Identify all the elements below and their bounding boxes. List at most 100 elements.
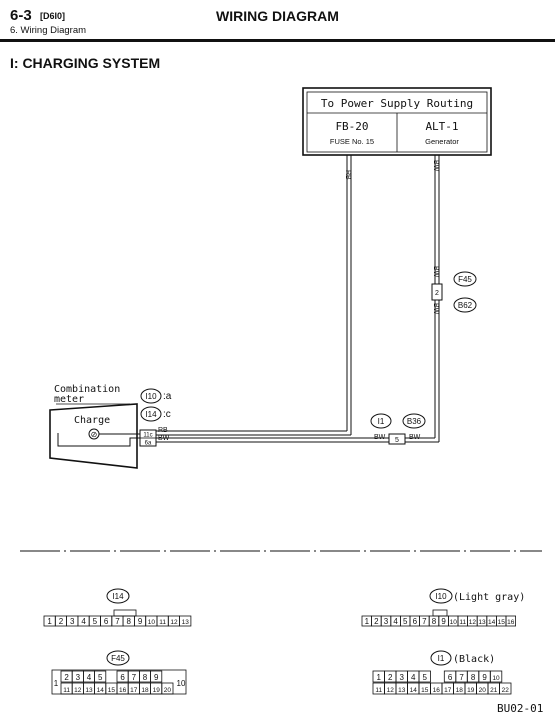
legend-i14-pin: 4	[81, 617, 86, 626]
legend-i1-pin: 22	[502, 687, 510, 694]
legend-i1-pin: 21	[490, 687, 498, 694]
legend-f45-pin: 19	[153, 687, 161, 694]
legend-i14-pin: 2	[59, 617, 64, 626]
i1-pin-number: 5	[395, 437, 399, 444]
subsection-label: 6. Wiring Diagram	[10, 25, 87, 36]
legend-i1-pin: 4	[411, 673, 416, 682]
legend-i14-pin: 6	[104, 617, 109, 626]
legend-f45-pin: 20	[164, 687, 172, 694]
power-supply-box: To Power Supply Routing FB-20 FUSE No. 1…	[302, 87, 492, 156]
legend-f45-pin-cell	[161, 682, 174, 695]
legend-f45-pin: 9	[154, 673, 159, 682]
b62-tag: B62	[458, 301, 473, 310]
legend-i10-pin: 16	[507, 619, 515, 626]
legend-f45-pin: 2	[64, 673, 69, 682]
legend-i14-pin: 8	[127, 617, 132, 626]
legend-f45-pin: 18	[141, 687, 149, 694]
power-box-title: To Power Supply Routing	[321, 97, 473, 110]
diagram-code: BU02-01	[497, 702, 543, 715]
legend-i10-pin: 3	[384, 617, 389, 626]
legend-i10-pin: 2	[374, 617, 379, 626]
legend-i14-pin: 11	[159, 619, 166, 626]
legend-i1-pin: 16	[433, 687, 441, 694]
legend-f45-pin: 8	[143, 673, 148, 682]
wire-bw	[156, 155, 440, 443]
meter-wire-rb-label: RB	[158, 427, 168, 434]
legend-f45-pin-left: 1	[54, 679, 59, 688]
legend-i10-pin: 5	[403, 617, 408, 626]
i1-tag: I1	[378, 417, 385, 426]
legend-i1-pin: 8	[471, 673, 476, 682]
legend-i10-pin: 10	[450, 619, 458, 626]
legend-i10-pin: 14	[488, 619, 496, 626]
legend-i14-label: I14	[112, 592, 124, 601]
legend-i14-pin: 7	[115, 617, 120, 626]
legend-i10-note: (Light gray)	[453, 592, 525, 603]
legend-i1-pin: 19	[467, 687, 475, 694]
legend-f45-pin: 11	[63, 687, 70, 694]
legend-i10-pin: 8	[432, 617, 437, 626]
legend-i1-pin: 14	[410, 687, 418, 694]
legend-i10-pin-cell	[505, 615, 517, 627]
wire-rb	[156, 155, 352, 436]
legend-f45-label: F45	[111, 654, 125, 663]
legend-i1-pin: 20	[479, 687, 487, 694]
legend-i1-pin: 6	[448, 673, 453, 682]
legend-i1-pin: 2	[388, 673, 393, 682]
connector-f45-inline: 2 BW BW F45 B62	[431, 266, 477, 315]
meter-wire-bw-label: BW	[158, 435, 170, 442]
legend-i1-note: (Black)	[453, 654, 495, 665]
i10-suffix: :a	[163, 391, 172, 402]
page-title: WIRING DIAGRAM	[216, 8, 339, 24]
legend-f45-pin: 4	[87, 673, 92, 682]
legend-i1-pin: 1	[377, 673, 382, 682]
legend-i10-pin: 11	[459, 619, 466, 626]
legend-i1-pin: 12	[387, 687, 395, 694]
f45-tag: F45	[458, 275, 472, 284]
legend-i14-pin-cell	[179, 615, 192, 627]
legend-i1-pin: 15	[421, 687, 429, 694]
legend-i10-label: I10	[435, 592, 447, 601]
wire-rb-top-label: RB	[344, 170, 351, 180]
legend-i10-pin: 1	[365, 617, 370, 626]
legend-f45-pin: 3	[76, 673, 81, 682]
legend-i1-pin: 7	[459, 673, 464, 682]
f45-pin-number: 2	[435, 290, 439, 297]
f45-wire-label-bottom: BW	[432, 303, 439, 315]
legend-i14-pin: 10	[148, 619, 156, 626]
legend-i14-pin: 1	[47, 617, 52, 626]
legend-i1-pin: 17	[444, 687, 452, 694]
meter-connector-refs: I10 :a I14 :c	[140, 388, 172, 422]
legend-f45-pin: 6	[120, 673, 125, 682]
meter-pin-6a: 6a	[145, 441, 152, 447]
page-header: 6-3 [D6I0] 6. Wiring Diagram WIRING DIAG…	[0, 0, 555, 42]
legend-i10-pin: 6	[413, 617, 418, 626]
connector-i1-inline: 5 I1 B36 BW BW	[370, 413, 426, 445]
legend-i14-pin: 3	[70, 617, 75, 626]
legend-i10-pin: 7	[422, 617, 427, 626]
legend-f45-pin: 7	[132, 673, 137, 682]
i1-wire-label-left: BW	[374, 434, 386, 441]
legend-f45-pin: 12	[74, 687, 82, 694]
legend-f45-pin: 5	[98, 673, 103, 682]
legend-i1-pin: 18	[456, 687, 464, 694]
legend-f45-pin-right: 10	[177, 679, 186, 688]
b36-tag: B36	[407, 417, 422, 426]
legend-f45-pin: 15	[108, 687, 116, 694]
legend-i1-pin: 3	[400, 673, 405, 682]
i1-wire-label-right: BW	[409, 434, 421, 441]
legend-f45-pin-cell	[94, 670, 107, 683]
i10-tag: I10	[145, 392, 157, 401]
legend-i10-pin: 9	[441, 617, 446, 626]
section-code: [D6I0]	[40, 11, 66, 21]
legend-i10-pin: 13	[478, 619, 486, 626]
meter-pin-11c: 11c	[143, 433, 152, 439]
legend-i10-pin: 4	[393, 617, 398, 626]
legend-f45-pin: 13	[85, 687, 93, 694]
section-number: 6-3	[10, 7, 32, 24]
